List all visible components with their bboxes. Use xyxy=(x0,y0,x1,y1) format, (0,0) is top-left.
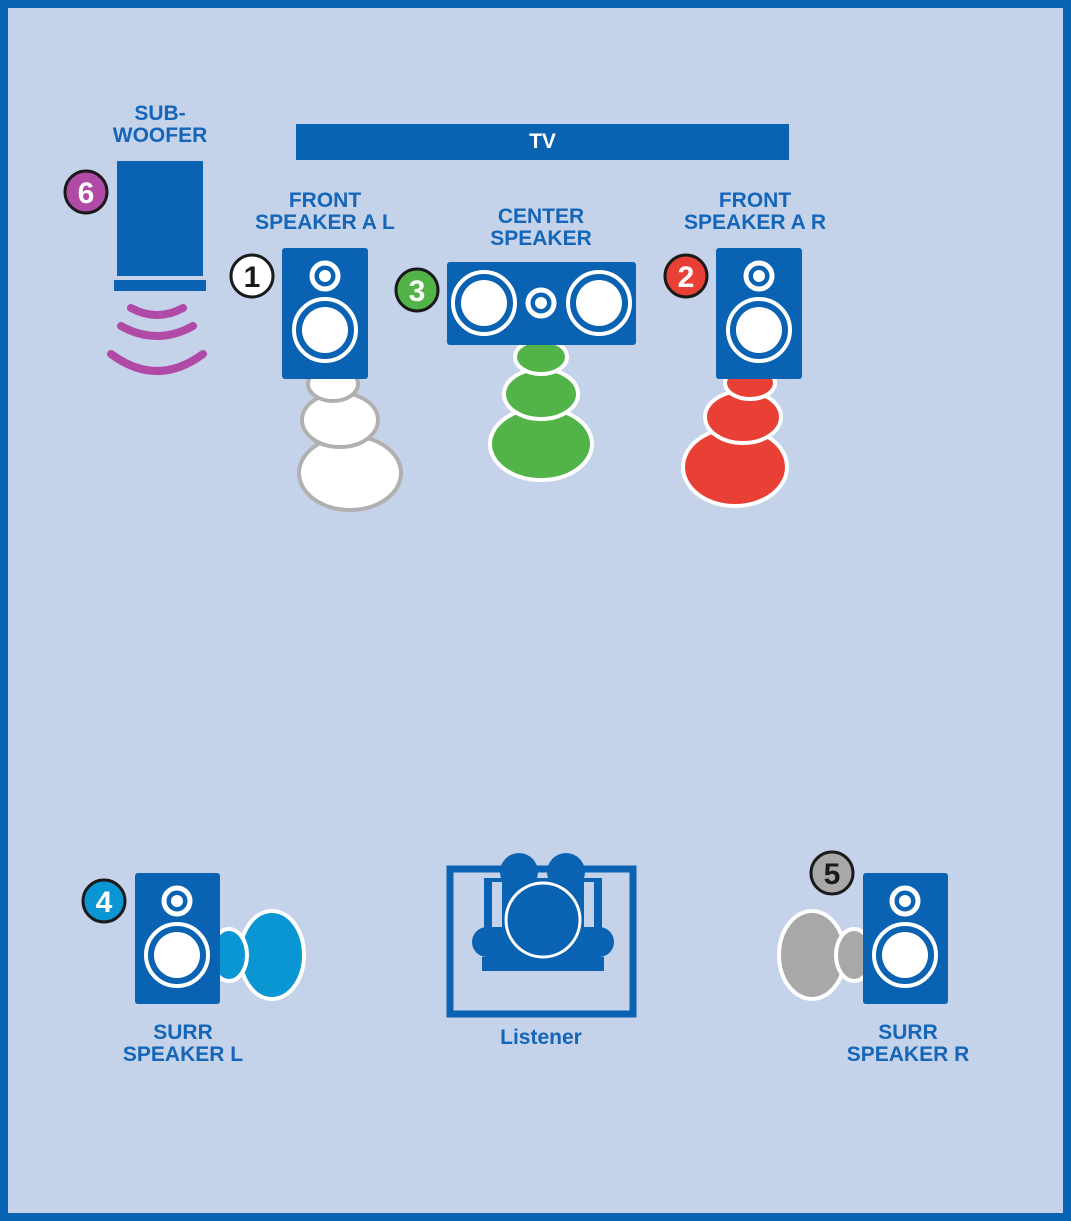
front-left-number-badge: 1 xyxy=(231,255,273,297)
surr-right-label-line2: SPEAKER R xyxy=(823,1044,993,1066)
center-sound-waves xyxy=(490,340,592,480)
surr-right-number-badge: 5 xyxy=(811,852,853,894)
front-left-label-line1: FRONT xyxy=(230,190,420,212)
listener-label: Listener xyxy=(476,1027,606,1049)
tv-screen: TV xyxy=(296,124,789,160)
front-left-sound-waves xyxy=(299,367,401,510)
surr-left-label: SURR SPEAKER L xyxy=(98,1022,268,1066)
center-speaker xyxy=(447,262,636,345)
front-left-label-line2: SPEAKER A L xyxy=(230,212,420,234)
front-right-sound-waves xyxy=(683,367,787,506)
subwoofer-number: 6 xyxy=(78,177,95,210)
surr-left-label-line2: SPEAKER L xyxy=(98,1044,268,1066)
front-right-number-badge: 2 xyxy=(665,255,707,297)
center-label: CENTER SPEAKER xyxy=(461,206,621,250)
front-left-speaker xyxy=(282,248,368,379)
surr-right-label-line1: SURR xyxy=(823,1022,993,1044)
front-right-label-line1: FRONT xyxy=(660,190,850,212)
front-right-speaker xyxy=(716,248,802,379)
front-right-label-line2: SPEAKER A R xyxy=(660,212,850,234)
surr-right-label: SURR SPEAKER R xyxy=(823,1022,993,1066)
center-label-line2: SPEAKER xyxy=(461,228,621,250)
surr-right-speaker xyxy=(863,873,948,1004)
subwoofer-number-badge: 6 xyxy=(65,171,107,213)
surr-right-sound-waves xyxy=(779,911,872,999)
subwoofer-label: SUB- WOOFER xyxy=(100,103,220,147)
surr-left-speaker xyxy=(135,873,220,1004)
front-left-label: FRONT SPEAKER A L xyxy=(230,190,420,234)
surr-left-sound-waves xyxy=(211,911,304,999)
surr-left-number-badge: 4 xyxy=(83,880,125,922)
surr-left-label-line1: SURR xyxy=(98,1022,268,1044)
surr-left-number: 4 xyxy=(96,886,113,919)
subwoofer xyxy=(111,161,206,371)
surr-right-number: 5 xyxy=(824,858,841,891)
front-right-number: 2 xyxy=(678,261,695,294)
center-label-line1: CENTER xyxy=(461,206,621,228)
subwoofer-label-line1: SUB- xyxy=(100,103,220,125)
front-left-number: 1 xyxy=(244,261,261,294)
center-number-badge: 3 xyxy=(396,269,438,311)
tv-label: TV xyxy=(529,130,556,154)
subwoofer-label-line2: WOOFER xyxy=(100,125,220,147)
front-right-label: FRONT SPEAKER A R xyxy=(660,190,850,234)
center-number: 3 xyxy=(409,275,426,308)
listener-icon xyxy=(450,853,633,1014)
